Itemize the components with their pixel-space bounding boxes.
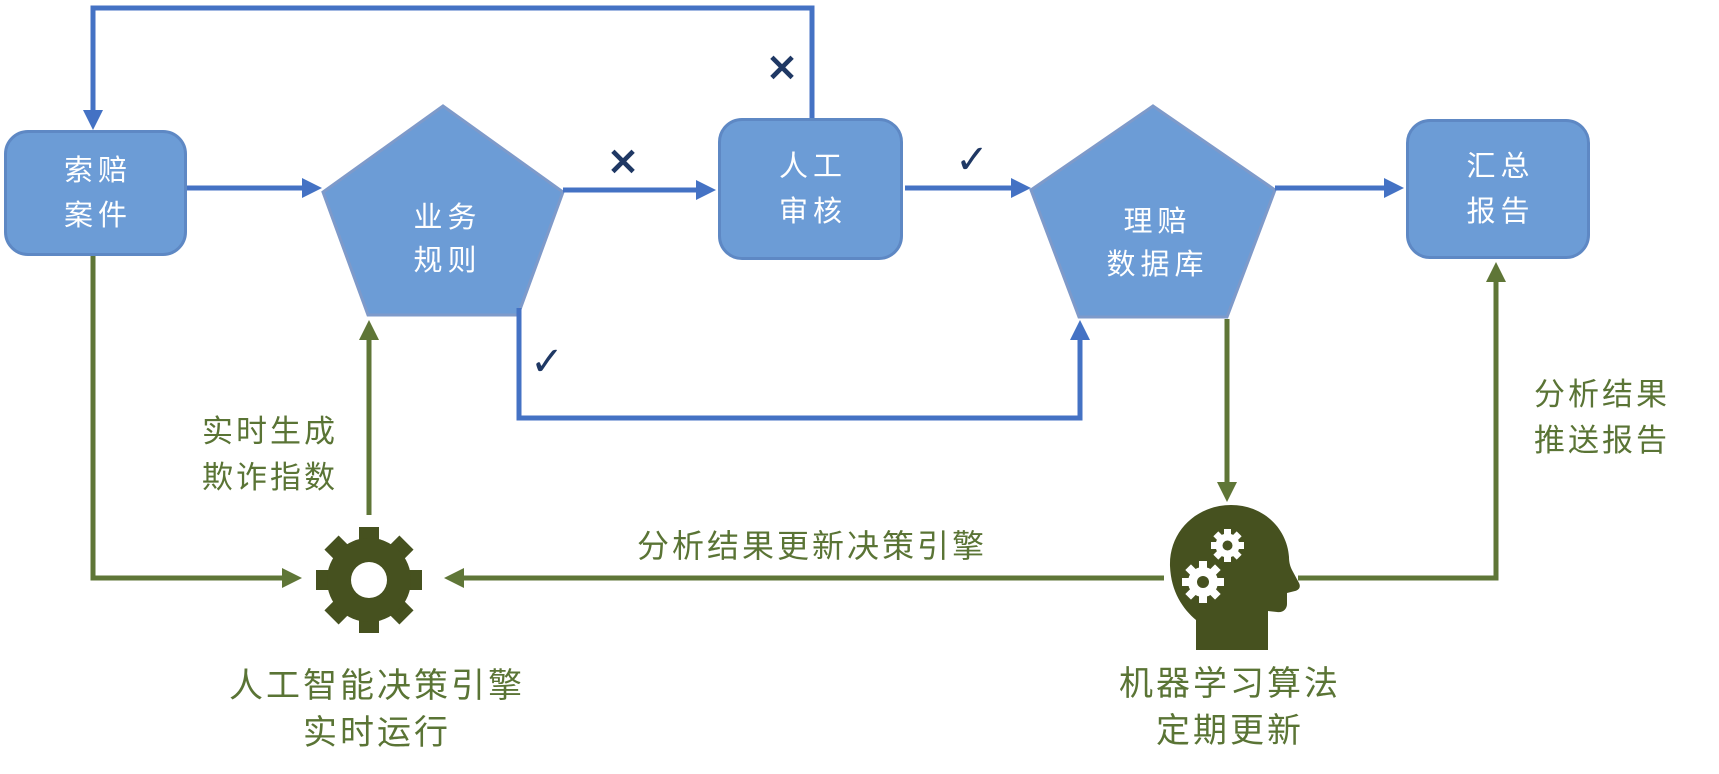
approve-mark-loop: ✓ xyxy=(530,339,564,385)
blue-arrowheads xyxy=(83,110,1404,340)
label-realtime-fraud: 实时生成 欺诈指数 xyxy=(202,409,338,501)
flow-ml-to-report-line xyxy=(1298,278,1499,581)
head-gear-small xyxy=(1211,529,1244,562)
caption-ai-engine-line1: 人工智能决策引擎 xyxy=(229,666,525,706)
gear-icon xyxy=(316,527,422,633)
flow-claim-to-engine-line xyxy=(90,255,284,581)
node-manual-review-line2: 审核 xyxy=(778,194,847,228)
node-summary-report: 汇总 报告 xyxy=(1406,119,1590,259)
arrowhead-rules-to-review xyxy=(696,180,716,200)
arrowhead-claim-to-rules xyxy=(302,178,322,198)
arrowhead-ml-to-engine xyxy=(444,568,464,588)
head-with-gears-icon xyxy=(1169,505,1300,650)
node-manual-review-line1: 人工 xyxy=(778,149,847,183)
node-manual-review: 人工 审核 xyxy=(718,118,903,260)
node-claims-db-line1: 理赔 xyxy=(1123,204,1192,238)
node-claims-db-line2: 数据库 xyxy=(1106,247,1209,281)
loop-review-reject-line xyxy=(90,5,815,118)
caption-ml-algorithm-line2: 定期更新 xyxy=(1156,711,1304,751)
label-realtime-fraud-line1: 实时生成 xyxy=(202,414,338,450)
pentagon-business-rules xyxy=(321,104,565,317)
blue-connectors xyxy=(90,5,1386,421)
caption-ml-algorithm-line1: 机器学习算法 xyxy=(1119,664,1341,704)
head-gear-large xyxy=(1182,561,1224,603)
approve-mark-mid: ✓ xyxy=(955,137,989,183)
node-claims-db-label: 理赔 数据库 xyxy=(1101,200,1208,286)
caption-ml-algorithm: 机器学习算法 定期更新 xyxy=(1119,661,1341,755)
reject-mark-mid: × xyxy=(606,138,640,184)
node-business-rules-label: 业务 规则 xyxy=(408,196,481,282)
caption-ai-engine-line2: 实时运行 xyxy=(303,713,451,753)
caption-ai-engine: 人工智能决策引擎 实时运行 xyxy=(229,663,525,757)
label-realtime-fraud-line2: 欺诈指数 xyxy=(202,460,338,496)
node-claim-case: 索赔 案件 xyxy=(4,130,187,256)
arrowhead-db-to-ml xyxy=(1217,482,1237,502)
node-claim-case-line1: 索赔 xyxy=(63,153,132,187)
arrowhead-db-to-report xyxy=(1384,178,1404,198)
loop-rules-approve-line xyxy=(516,308,1083,421)
arrowhead-review-to-db xyxy=(1011,178,1031,198)
node-summary-report-line1: 汇总 xyxy=(1466,149,1535,183)
head-silhouette xyxy=(1169,505,1300,650)
arrowhead-loop-to-claim xyxy=(83,110,103,130)
arrowhead-ml-to-report xyxy=(1486,262,1506,282)
label-push-report: 分析结果 推送报告 xyxy=(1534,372,1670,464)
green-arrowheads xyxy=(282,262,1506,588)
gear-hole xyxy=(351,562,387,598)
arrowhead-claim-to-engine xyxy=(282,568,302,588)
arrowhead-loop-to-db xyxy=(1070,320,1090,340)
node-summary-report-line2: 报告 xyxy=(1466,194,1535,228)
green-connectors xyxy=(90,255,1499,581)
reject-mark-top: × xyxy=(765,44,799,90)
label-push-report-line1: 分析结果 xyxy=(1534,377,1670,413)
node-claim-case-line2: 案件 xyxy=(63,198,132,232)
node-business-rules-line1: 业务 xyxy=(413,200,482,234)
label-update-engine: 分析结果更新决策引擎 xyxy=(636,527,988,565)
arrowhead-engine-to-rules xyxy=(359,320,379,340)
node-business-rules-line2: 规则 xyxy=(413,243,482,277)
pentagon-claims-db xyxy=(1029,104,1277,319)
label-push-report-line2: 推送报告 xyxy=(1534,423,1670,459)
